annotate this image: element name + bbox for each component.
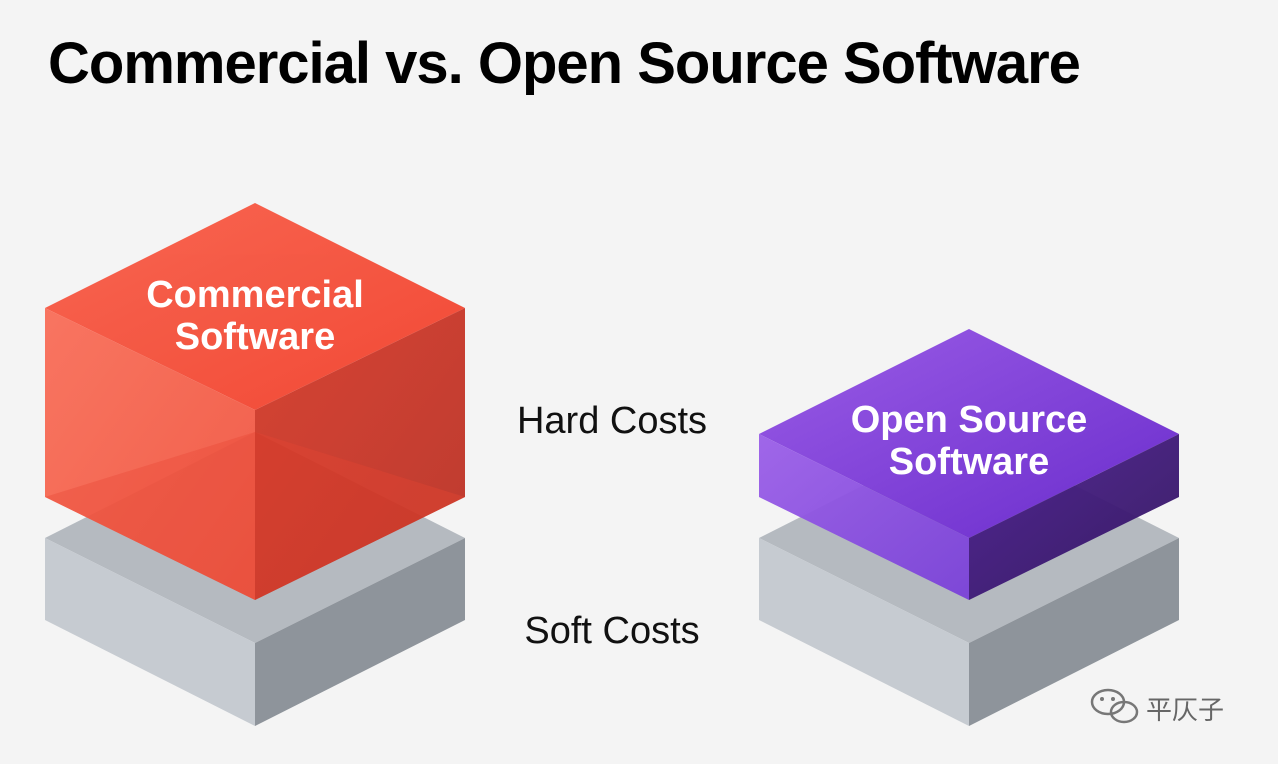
commercial-label-line1: Commercial [146,274,364,316]
hard-costs-label: Hard Costs [517,400,707,442]
open-source-label-line2: Software [889,441,1049,483]
watermark-text: 平仄子 [1146,696,1224,726]
open-source-software-slab [759,329,1179,600]
soft-costs-label: Soft Costs [524,610,699,652]
wechat-icon [1090,688,1139,724]
watermark: 平仄子 [1090,688,1224,726]
open-source-label-line1: Open Source [851,399,1088,441]
page-title: Commercial vs. Open Source Software [48,31,1081,96]
commercial-software-cube [45,203,465,600]
commercial-label-line2: Software [175,316,335,358]
